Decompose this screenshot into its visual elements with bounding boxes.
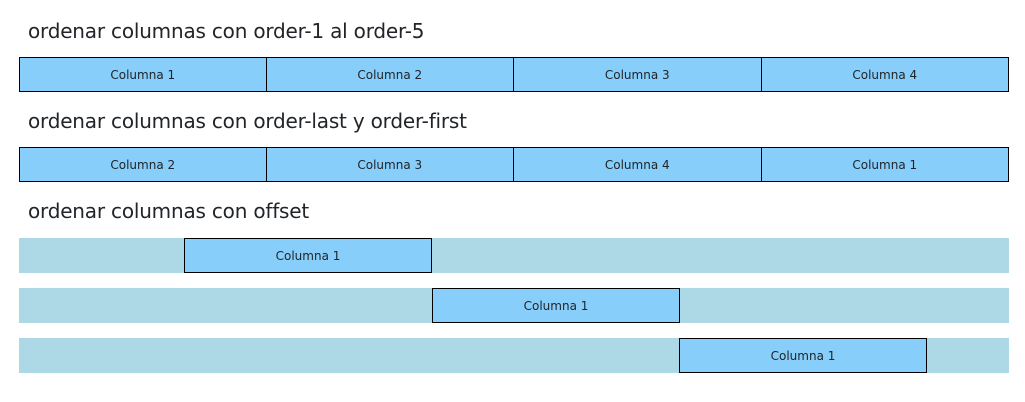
column-cell: Columna 3 [513, 57, 762, 92]
column-cell: Columna 2 [265, 57, 514, 92]
column-cell: Columna 3 [265, 147, 514, 182]
offset-column-cell: Columna 1 [679, 338, 927, 373]
column-cell: Columna 1 [760, 147, 1009, 182]
offset-column-cell: Columna 1 [184, 238, 432, 273]
offset-row: Columna 1 [19, 338, 1009, 373]
order-row: Columna 1 Columna 2 Columna 3 Columna 4 [19, 57, 1009, 92]
column-cell: Columna 4 [760, 57, 1009, 92]
offset-row: Columna 1 [19, 288, 1009, 323]
column-cell: Columna 1 [19, 57, 267, 92]
column-cell: Columna 2 [19, 147, 267, 182]
section-title-order-last-first: ordenar columnas con order-last y order-… [28, 109, 467, 133]
section-title-order: ordenar columnas con order-1 al order-5 [28, 19, 425, 43]
order-last-first-row: Columna 2 Columna 3 Columna 4 Columna 1 [19, 147, 1009, 182]
column-cell: Columna 4 [513, 147, 762, 182]
offset-column-cell: Columna 1 [432, 288, 680, 323]
section-title-offset: ordenar columnas con offset [28, 199, 310, 223]
offset-row: Columna 1 [19, 238, 1009, 273]
